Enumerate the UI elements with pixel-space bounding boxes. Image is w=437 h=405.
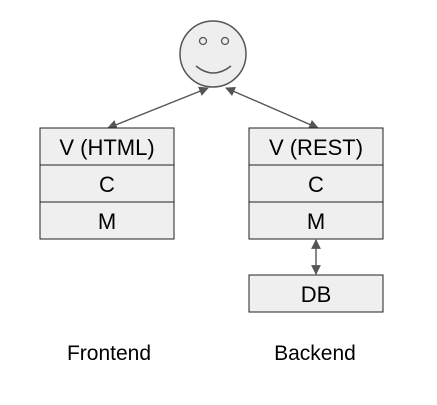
frontend-connector-arrow [107,86,209,130]
frontend-controller-box [39,164,175,203]
backend-model-box [248,201,384,240]
backend-view-label: V (REST) [269,135,363,160]
database-box [248,274,384,313]
backend-connector-arrow [225,87,319,129]
frontend-caption: Frontend [67,342,151,365]
frontend-model-label: M [98,209,116,234]
backend-model-label: M [307,209,325,234]
frontend-view-label: V (HTML) [59,135,154,160]
database-label: DB [301,282,332,307]
backend-caption: Backend [274,342,356,365]
database: DB [248,274,384,313]
backend-stack: V (REST) C M [248,127,384,240]
frontend-controller-label: C [99,172,115,197]
backend-controller-label: C [308,172,324,197]
frontend-view-box [39,127,175,166]
frontend-model-box [39,201,175,240]
backend-view-box [248,127,384,166]
smiley-face-icon [179,20,247,88]
frontend-stack: V (HTML) C M [39,127,175,240]
